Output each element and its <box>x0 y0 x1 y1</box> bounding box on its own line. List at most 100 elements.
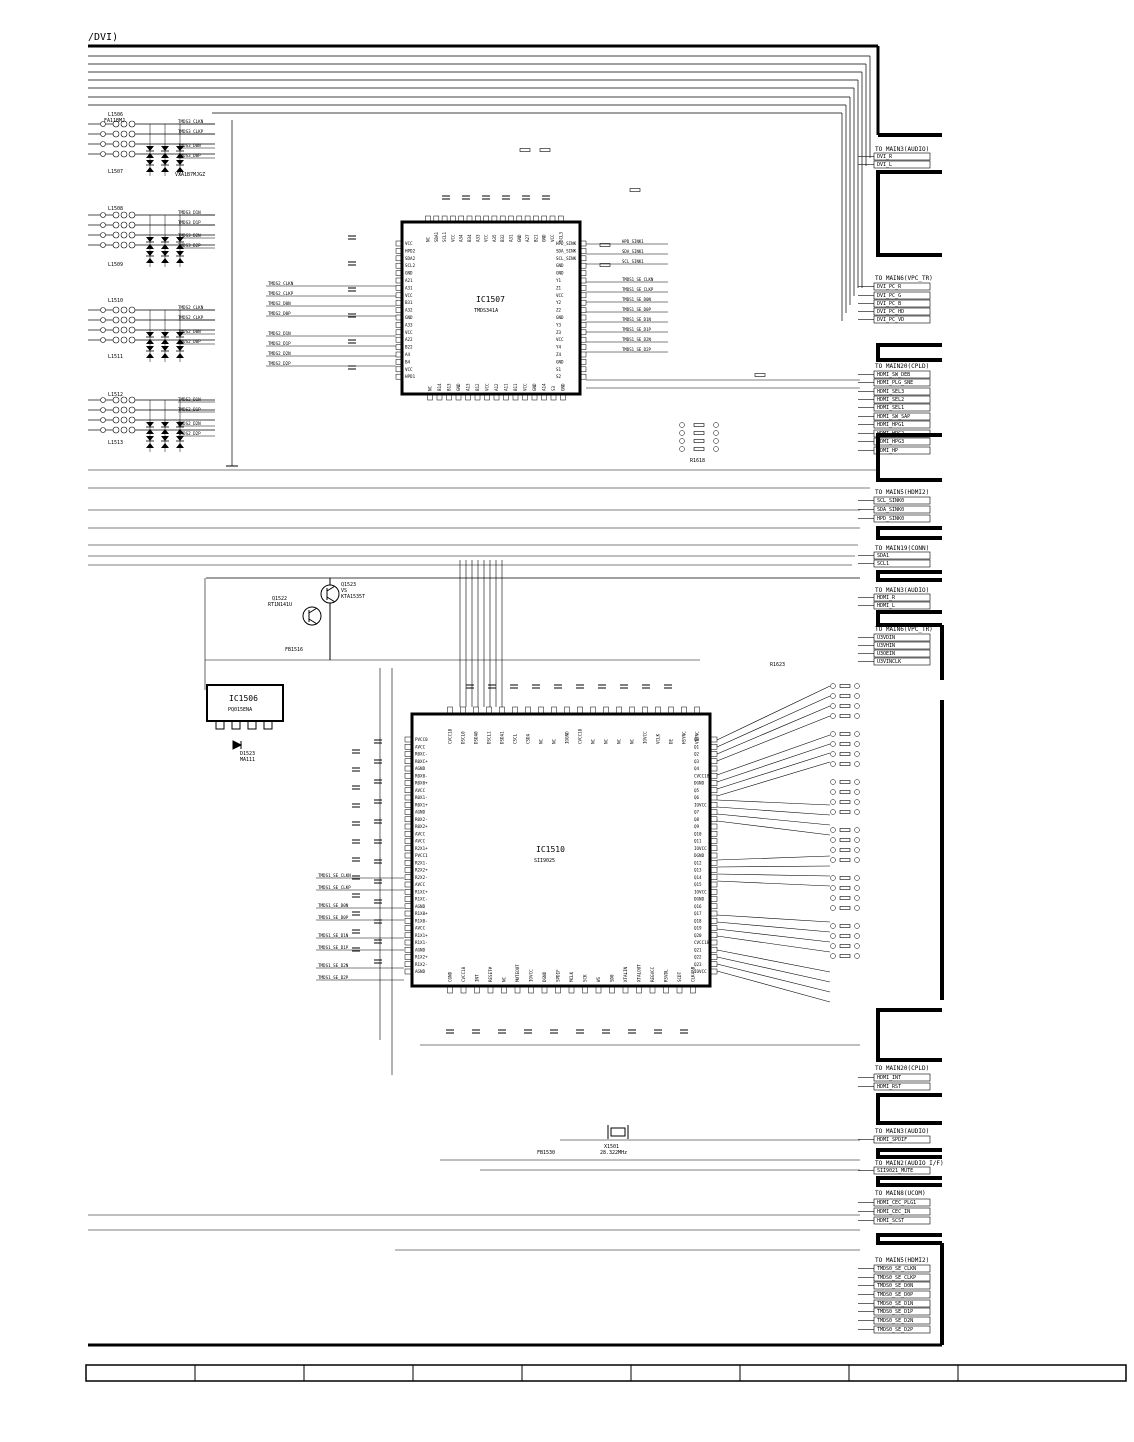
rnet-node <box>830 761 836 767</box>
pin-label: GND <box>456 383 461 391</box>
pin-label: SDA2 <box>405 256 416 261</box>
pin-label: S3 <box>551 385 556 391</box>
pin <box>616 706 622 715</box>
pin <box>447 706 453 715</box>
wire <box>716 956 831 983</box>
pin <box>709 939 718 946</box>
diode-d1523 <box>232 740 243 750</box>
pin-label: CVCC18 <box>448 728 453 744</box>
resistor <box>519 148 531 152</box>
net-label: TMDS1_SE_CLKP <box>622 287 654 292</box>
connector-signal: DVI_PC_G <box>877 293 901 299</box>
choke-coil <box>120 306 128 314</box>
ic1507-part: TMDS341A <box>474 308 498 314</box>
ic1510-pins: PVCC0AVCCR0XC-R0XC+AGNDR0X0-R0X0+AVCCR0X… <box>404 706 718 994</box>
pin <box>512 706 518 715</box>
pin <box>642 706 648 715</box>
connector-signal: HDMI_INT <box>877 1075 901 1081</box>
pin-label: CVCC18 <box>694 940 710 945</box>
connector-signal: DVI_PC_HD <box>877 309 904 315</box>
pin-label: GND <box>556 315 564 320</box>
ic1507-pins: VCCHPD2SDA2SCL2GNDA21A31VCCB31A32GNDA33V… <box>395 215 587 401</box>
pin <box>709 867 718 873</box>
q1522-ref: Q1522 <box>272 596 287 602</box>
choke-coil <box>112 416 120 424</box>
pin-label: Z2 <box>556 308 562 313</box>
pin <box>541 985 548 994</box>
rnet-node <box>830 923 836 929</box>
pin-label: NC <box>552 738 557 744</box>
pin <box>709 860 718 866</box>
pin <box>404 845 413 851</box>
rnet-node <box>854 885 860 891</box>
rnet-node <box>713 446 719 452</box>
rnet-node <box>854 789 860 795</box>
ic1506-part: PQ015ENA <box>228 707 252 713</box>
pin-label: A34 <box>459 234 464 242</box>
resistor <box>839 810 851 814</box>
connector-title: TO MAIN8(UCOM) <box>875 1190 926 1197</box>
pin <box>404 932 413 938</box>
pin <box>395 351 403 358</box>
pin <box>499 215 506 223</box>
pin <box>425 215 431 223</box>
pin <box>395 255 403 262</box>
connector-signal: U3OEIN <box>877 651 895 657</box>
connector-signal: DVI_R <box>877 154 893 160</box>
rnet-node <box>830 779 836 785</box>
rnet-node <box>854 875 860 881</box>
pin-label: Q16 <box>694 904 702 909</box>
choke-coil <box>112 326 120 334</box>
connector-signal: TMDS0_SE_D0N <box>877 1283 913 1289</box>
connector-signal: HDMI_HPG3 <box>877 439 904 445</box>
pin <box>560 393 566 401</box>
pin <box>622 985 629 994</box>
rnet-node <box>830 885 836 891</box>
pin-label: RESET# <box>488 966 493 982</box>
label-l1513: L1513 <box>108 440 123 446</box>
pin <box>709 816 718 822</box>
pin-label: VCLK <box>656 733 661 744</box>
pin-label: IOVCC <box>694 889 707 894</box>
pin-label: A13 <box>466 383 471 391</box>
pin <box>493 393 500 401</box>
pin-label: S2 <box>556 374 562 379</box>
choke-coil <box>112 426 120 434</box>
resistor <box>839 848 851 852</box>
pin-label: Q9 <box>694 824 700 829</box>
pin-label: A12 <box>494 383 499 391</box>
pin-label: Z4 <box>556 352 562 357</box>
pin <box>528 985 534 994</box>
pin-label: Q17 <box>694 911 702 916</box>
label-l1511: L1511 <box>108 354 123 360</box>
pin-label: VCC <box>556 293 564 298</box>
choke-coil <box>128 406 136 414</box>
connector-signal: TMDS0_SE_D1P <box>877 1309 913 1315</box>
passive-components <box>348 148 860 1034</box>
pin <box>475 215 481 223</box>
connector-signal: TMDS0_SE_D1N <box>877 1301 913 1307</box>
pin <box>404 961 413 967</box>
connector-signal: U3VHIN <box>877 643 895 649</box>
pin-label: PVCC0 <box>415 737 428 742</box>
choke-coil <box>112 150 120 158</box>
net-label: TMDS1_SE_D2N <box>622 337 651 342</box>
pin-label: Q6 <box>694 795 700 800</box>
x1501-ref: X1501 <box>604 1144 619 1150</box>
pin-label: Q5 <box>694 788 700 793</box>
pin-label: A35 <box>492 234 497 242</box>
pin <box>404 867 413 873</box>
pin-label: A11 <box>504 383 509 391</box>
pin <box>466 215 473 223</box>
pin <box>436 393 443 401</box>
wire <box>716 914 831 923</box>
pin-label: VCC <box>405 293 413 298</box>
pin-label: VCC <box>405 367 413 372</box>
resistor <box>839 762 851 766</box>
pin <box>541 393 547 401</box>
pin-label: SCL1 <box>442 231 447 242</box>
pin-label: R1X1- <box>415 940 428 945</box>
pin-label: AGND <box>415 947 426 952</box>
pin <box>579 248 587 254</box>
pin-label: A21 <box>405 278 413 283</box>
